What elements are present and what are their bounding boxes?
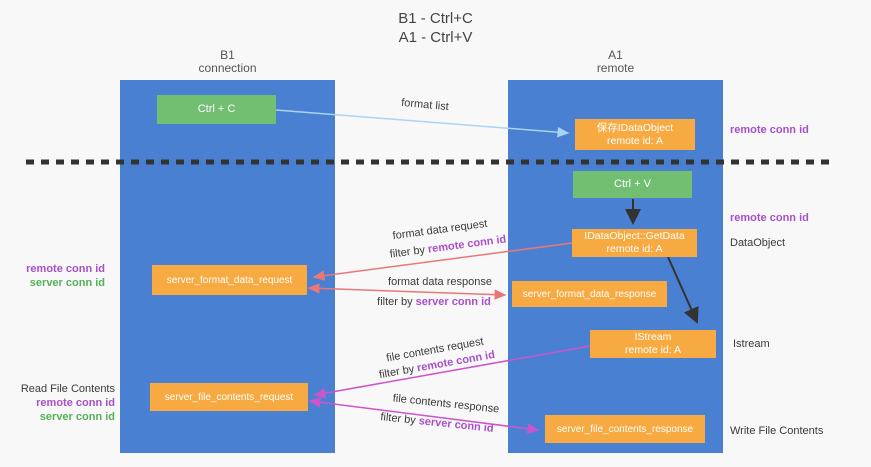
label-read-file-contents-block: Read File Contents remote conn id server…: [15, 382, 115, 424]
node-getdata-line1: IDataObject::GetData: [584, 230, 685, 242]
node-server-format-data-response-label: server_format_data_response: [522, 288, 657, 300]
node-idataobject-getdata: IDataObject::GetData remote id: A: [572, 229, 697, 257]
label-remote-conn-id-top-right: remote conn id: [730, 124, 809, 136]
arrow-file-contents-request: [313, 345, 591, 399]
diagram-title-line1: B1 - Ctrl+C: [398, 10, 473, 27]
label-istream: Istream: [733, 338, 770, 350]
node-server-file-contents-request-label: server_file_contents_request: [164, 391, 294, 403]
label-server-conn-id-left1: server conn id: [29, 277, 105, 289]
diagram-title-line2: A1 - Ctrl+V: [398, 29, 473, 46]
arrow-file-contents-response: [308, 397, 540, 434]
label-conn-ids-format: remote conn id server conn id: [15, 262, 105, 290]
edge-label-format-data-response-filter: filter by server conn id: [377, 296, 491, 308]
label-write-file-contents: Write File Contents: [730, 425, 824, 437]
filter-key-server-conn-id: server conn id: [415, 296, 491, 308]
node-ctrl-c: Ctrl + C: [157, 95, 276, 124]
node-ctrl-c-label: Ctrl + C: [197, 103, 236, 115]
node-server-format-data-request-label: server_format_data_request: [166, 274, 293, 286]
node-istream-line1: IStream: [634, 331, 672, 343]
label-dataobject: DataObject: [730, 237, 786, 249]
lane-a1-subtitle: remote: [596, 61, 635, 75]
node-server-format-data-response: server_format_data_response: [512, 281, 667, 307]
lane-b1-subtitle: connection: [198, 61, 257, 75]
node-ctrl-v: Ctrl + V: [573, 171, 692, 198]
node-save-idataobject-line2: remote id: A: [606, 134, 664, 147]
diagram-title: B1 - Ctrl+C A1 - Ctrl+V: [0, 9, 871, 47]
arrow-format-data-response: [307, 283, 507, 300]
arrow-format-list: [275, 109, 570, 138]
node-istream: IStream remote id: A: [590, 330, 716, 358]
node-save-idataobject-line1: 保存IDataObject: [596, 121, 674, 134]
filter-prefix: filter by: [377, 296, 416, 308]
node-server-file-contents-response: server_file_contents_response: [545, 415, 705, 443]
node-server-format-data-request: server_format_data_request: [152, 265, 307, 295]
node-getdata-line2: remote id: A: [606, 243, 663, 255]
node-server-file-contents-request: server_file_contents_request: [150, 383, 308, 411]
arrow-getdata-to-istream: [667, 256, 699, 324]
lane-a1-title: A1: [608, 48, 623, 62]
node-save-idataobject: 保存IDataObject remote id: A: [575, 119, 695, 150]
label-remote-conn-id-mid-right: remote conn id: [730, 212, 809, 224]
lane-header-a1: A1 remote: [508, 49, 723, 75]
label-remote-conn-id-left1: remote conn id: [26, 263, 105, 275]
label-server-conn-id-left2: server conn id: [39, 411, 115, 423]
edge-label-format-data-response: format data response: [388, 276, 492, 288]
node-ctrl-v-label: Ctrl + V: [614, 178, 651, 190]
lane-header-b1: B1 connection: [120, 49, 335, 75]
label-remote-conn-id-left2: remote conn id: [36, 397, 115, 409]
lane-b1-title: B1: [220, 48, 235, 62]
label-read-file-contents: Read File Contents: [20, 383, 115, 395]
node-istream-line2: remote id: A: [624, 344, 682, 356]
arrow-format-data-request: [312, 242, 573, 281]
node-server-file-contents-response-label: server_file_contents_response: [556, 423, 694, 435]
